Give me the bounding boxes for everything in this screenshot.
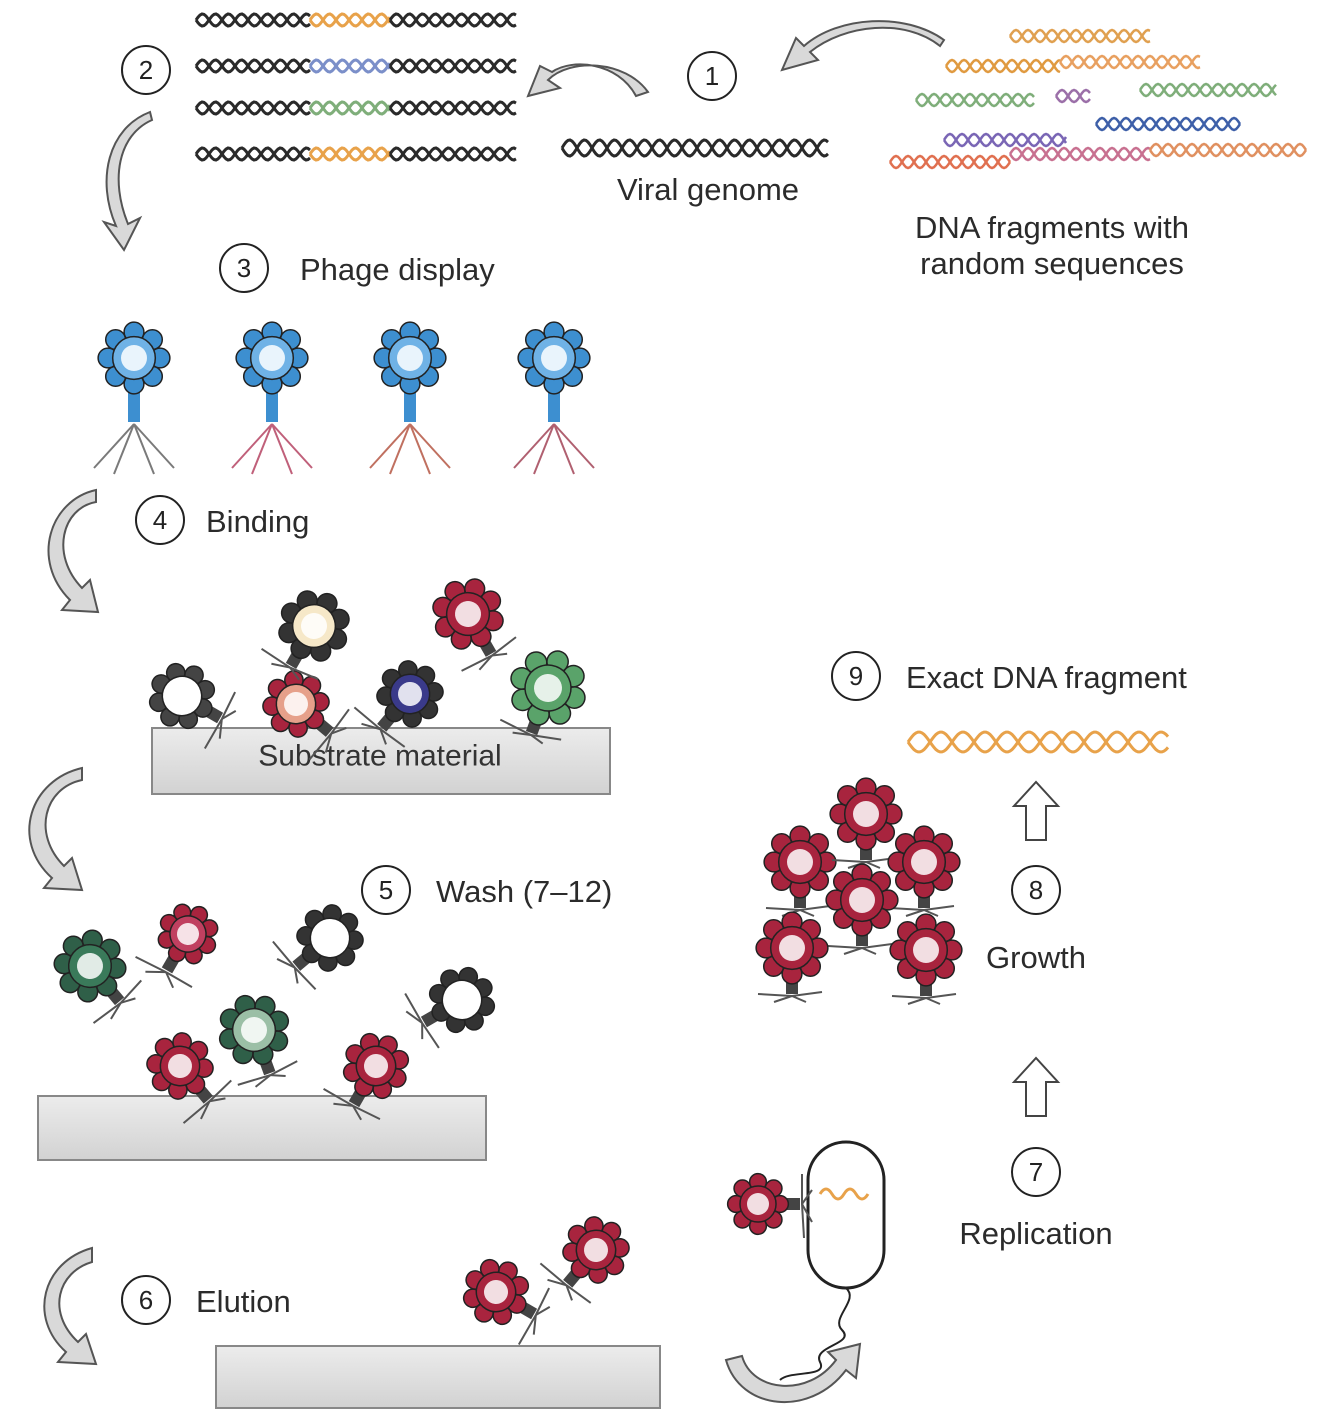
dna-fragments-label-line1: DNA fragments with — [915, 210, 1189, 245]
step-label: Elution — [196, 1284, 291, 1319]
phage — [889, 913, 963, 1005]
step-9-marker: 9 Exact DNA fragment — [831, 651, 1187, 701]
phage — [462, 1258, 551, 1345]
step-number: 4 — [153, 505, 167, 535]
step-number: 8 — [1029, 875, 1043, 905]
phage — [231, 321, 313, 475]
step-2-marker: 2 — [121, 45, 171, 95]
step-7-marker: 7 Replication — [959, 1147, 1113, 1251]
step-label: Replication — [959, 1216, 1112, 1251]
step-6-marker: 6 Elution — [121, 1275, 291, 1325]
random-dna-fragment — [1148, 142, 1308, 158]
random-dna-fragment — [942, 132, 1068, 148]
genome-strand-left — [194, 100, 311, 116]
genome-strand-right — [388, 146, 517, 162]
step-number: 6 — [139, 1285, 153, 1315]
phage — [499, 650, 586, 745]
step-number: 5 — [379, 875, 393, 905]
random-dna-fragment — [914, 92, 1035, 108]
phage — [829, 777, 903, 869]
genome-strand-right — [388, 100, 517, 116]
random-dna-fragment — [1008, 28, 1151, 44]
phage — [432, 578, 517, 672]
phage — [53, 929, 143, 1024]
step-4-marker: 4 Binding — [135, 495, 309, 545]
phage — [146, 1032, 232, 1124]
substrate-slab-wash — [37, 1095, 487, 1161]
viral-genome-strand — [560, 138, 829, 158]
substrate-slab-binding: Substrate material — [151, 727, 611, 795]
phage — [755, 911, 829, 1003]
genome-insert — [308, 12, 392, 28]
random-dna-fragment — [1008, 146, 1151, 162]
curved-arrow-6-to-7 — [724, 1342, 862, 1403]
genome-insert — [308, 146, 392, 162]
substrate-label: Substrate material — [258, 740, 501, 773]
process-arrows — [28, 20, 1061, 1403]
phage — [825, 863, 899, 955]
step-label: Wash (7–12) — [436, 874, 612, 909]
random-dna-fragment — [1138, 82, 1277, 98]
phage — [887, 825, 961, 917]
genome-strand-left — [194, 12, 311, 28]
phage — [272, 904, 364, 990]
phage — [369, 321, 451, 475]
phage — [513, 321, 595, 475]
step-number: 1 — [705, 61, 719, 91]
phage — [539, 1216, 630, 1304]
dna-strands — [194, 12, 1308, 754]
phage — [404, 966, 496, 1049]
random-dna-fragment — [1058, 54, 1201, 70]
bacterium-host-cell — [779, 1140, 886, 1381]
phage — [726, 1172, 813, 1239]
curved-arrow-4-to-5 — [28, 766, 84, 892]
dna-fragments-label-line2: random sequences — [920, 246, 1184, 281]
step-number: 7 — [1029, 1157, 1043, 1187]
step-number: 3 — [237, 253, 251, 283]
viral-genome-label: Viral genome — [617, 172, 799, 207]
up-arrow-7-to-8 — [1011, 1056, 1061, 1117]
genome-strand-right — [388, 12, 517, 28]
curved-arrow-5-to-6 — [43, 1246, 98, 1366]
phage — [353, 660, 444, 748]
random-dna-fragment — [888, 154, 1012, 170]
step-label: Growth — [986, 940, 1086, 975]
phage — [323, 1032, 410, 1121]
genome-strand-left — [194, 58, 311, 74]
step-number: 2 — [139, 55, 153, 85]
step-1-marker: 1 — [687, 51, 737, 101]
step-3-marker: 3 Phage display — [219, 243, 495, 293]
random-dna-fragment — [944, 58, 1061, 74]
genome-insert — [308, 100, 392, 116]
curved-arrow-1-to-2 — [526, 63, 650, 98]
substrate-slab-elution — [215, 1345, 661, 1409]
curved-arrow-3-to-4 — [47, 488, 100, 614]
phage — [148, 662, 237, 749]
random-dna-fragment — [1094, 116, 1242, 132]
curved-arrow-fragments-to-1 — [780, 20, 946, 72]
exact-dna-fragment — [906, 730, 1170, 754]
up-arrow-8-to-9 — [1011, 780, 1061, 841]
step-8-marker: 8 Growth — [986, 865, 1086, 975]
phage-particles — [53, 321, 963, 1345]
genome-strand-right — [388, 58, 517, 74]
step-5-marker: 5 Wash (7–12) — [361, 865, 612, 915]
step-label: Phage display — [300, 252, 495, 287]
genome-insert — [308, 58, 392, 74]
phage — [763, 825, 837, 917]
genome-strand-left — [194, 146, 311, 162]
step-label: Exact DNA fragment — [906, 660, 1187, 695]
curved-arrow-2-to-3 — [101, 110, 154, 252]
step-label: Binding — [206, 504, 309, 539]
step-number: 9 — [849, 661, 863, 691]
phage — [262, 670, 350, 761]
dna-insert-in-cell — [818, 1187, 870, 1201]
phage — [261, 590, 350, 681]
random-dna-fragment — [1054, 88, 1091, 104]
phage — [135, 903, 219, 989]
phage — [93, 321, 175, 475]
phage — [218, 994, 298, 1088]
